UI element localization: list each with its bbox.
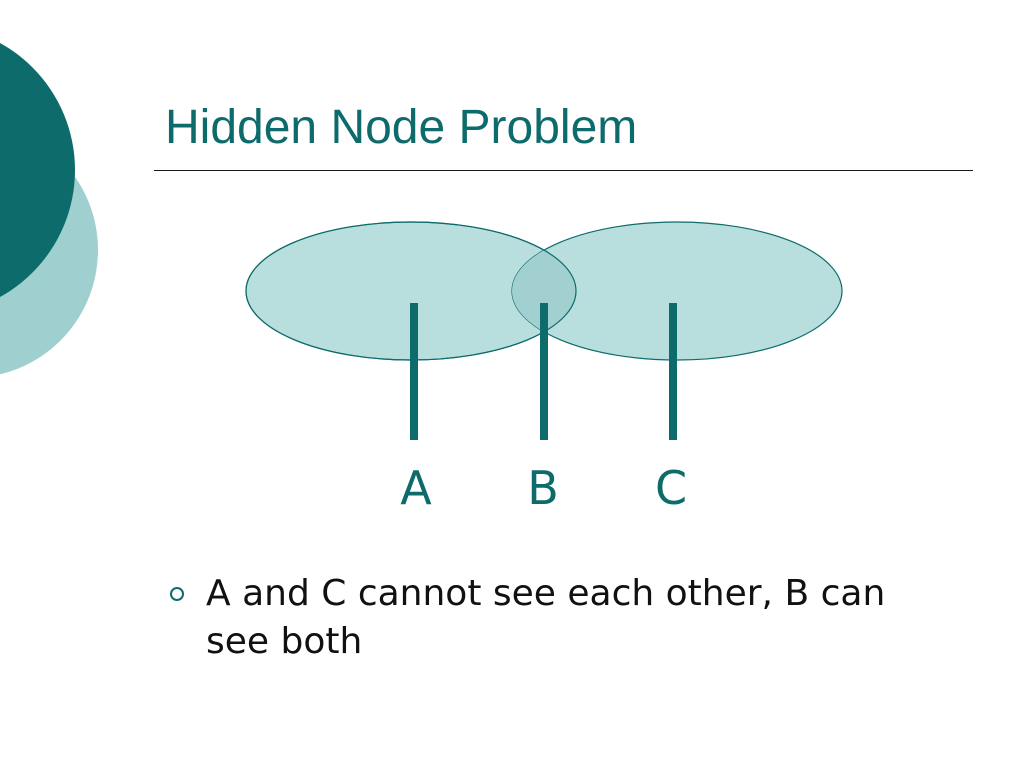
node-label-b: B	[527, 461, 559, 515]
node-c-antenna	[669, 303, 677, 440]
hidden-node-diagram	[245, 221, 843, 440]
node-a-antenna	[410, 303, 418, 440]
title-divider	[154, 170, 973, 171]
bullet-text: A and C cannot see each other, B can see…	[206, 573, 886, 662]
decorative-circle-dark	[0, 43, 75, 297]
decorative-circles	[0, 43, 98, 375]
node-b-antenna	[540, 303, 548, 440]
node-label-c: C	[654, 461, 688, 515]
slide-title: Hidden Node Problem	[165, 101, 638, 154]
bullet-icon	[170, 587, 184, 601]
node-label-a: A	[400, 461, 432, 515]
